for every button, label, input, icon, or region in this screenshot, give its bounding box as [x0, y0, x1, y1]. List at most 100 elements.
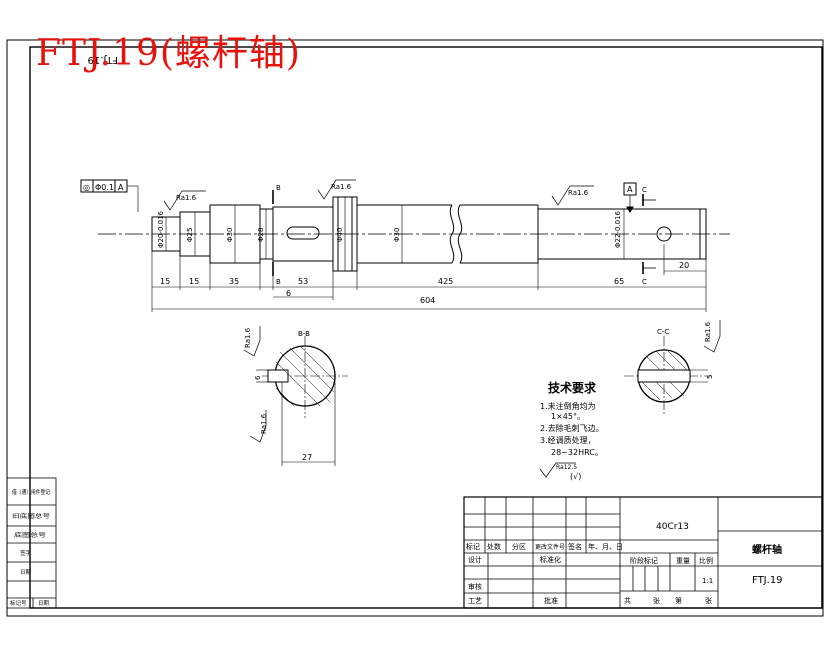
roughness-label: Ra1.6 — [331, 183, 352, 191]
tech-title: 技术要求 — [548, 380, 597, 395]
tb-approve-label: 批准 — [544, 596, 558, 605]
rest-roughness: Ra12.5 — [556, 464, 577, 471]
dim-label: 65 — [614, 277, 624, 286]
rest-symbol: (√) — [570, 472, 581, 481]
dimension-lines — [152, 270, 706, 310]
shaft-seg-end — [537, 208, 707, 260]
roughness-symbol — [703, 320, 721, 353]
section-c-view — [624, 320, 721, 416]
dim-label: 27 — [302, 453, 312, 462]
section-mark: C — [642, 278, 647, 286]
tb-scale-value: 1:1 — [702, 577, 713, 585]
break-line-2 — [457, 204, 463, 264]
tb-header: 分区 — [512, 542, 526, 551]
tech-item: 3.经调质处理， — [540, 435, 596, 445]
dia-label: Φ22-0.016 — [614, 210, 622, 248]
tb-row-label: 设计 — [468, 555, 482, 564]
tb-stage-label: 阶段标记 — [630, 556, 658, 565]
dim-label: 53 — [298, 277, 308, 286]
dim-label: 20 — [679, 261, 689, 270]
tb-scale-label: 比例 — [699, 556, 713, 565]
tb-material: 40Cr13 — [656, 522, 689, 532]
tb-header: 标记 — [466, 542, 480, 551]
tol-datum: A — [118, 183, 124, 192]
outer-border — [6, 39, 824, 617]
roughness-label: Ra1.6 — [704, 321, 712, 342]
section-b-title: B-B — [298, 330, 310, 338]
break-line-1 — [449, 204, 455, 264]
section-mark: B — [276, 184, 281, 192]
tech-item: 1×45°。 — [551, 412, 585, 421]
svg-text:FTJ.19: FTJ.19 — [87, 54, 118, 65]
roughness-symbol — [163, 190, 206, 211]
datum-a-label: A — [627, 185, 633, 194]
strip-label: 日期 — [20, 569, 32, 576]
dim-label: 6 — [254, 375, 262, 380]
roughness-symbol — [243, 326, 261, 357]
section-c-title: C-C — [657, 328, 669, 336]
tb-header: 更改文件号 — [535, 543, 565, 551]
dia-label: Φ30 — [393, 228, 401, 242]
section-c-labels: C-C Ra1.6 5 — [657, 321, 714, 379]
tb-drawing-no: FTJ.19 — [752, 575, 783, 586]
tech-item: 1.未注倒角均为 — [540, 401, 596, 411]
tb-header: 处数 — [487, 542, 501, 551]
dia-label: Φ20-0.016 — [157, 210, 165, 248]
left-strip-labels: 借（通）用件登记 旧底图总号 底图总号 签字 日期 标记号 日期 — [10, 488, 51, 607]
dia-label: Φ28 — [257, 228, 265, 242]
strip-label: 日期 — [38, 600, 50, 607]
dia-label: Φ40 — [336, 228, 344, 242]
strip-label: 签字 — [20, 549, 32, 557]
corner-code-mirrored: FTJ.19 — [87, 54, 118, 65]
roughness-symbol — [539, 462, 576, 478]
section-mark: B — [276, 278, 281, 286]
dim-label: 35 — [229, 277, 239, 286]
tech-item: 2.去除毛刺飞边。 — [540, 423, 604, 433]
tb-header: 年、月、日 — [588, 542, 623, 551]
keyway — [286, 226, 320, 240]
tb-sheet: 张 — [705, 596, 712, 605]
tech-item: 28~32HRC。 — [551, 448, 603, 457]
dia-label: Φ30 — [226, 228, 234, 242]
roughness-symbol — [551, 185, 594, 206]
tb-part-name: 螺杆轴 — [752, 543, 782, 556]
roughness-label: Ra1.6 — [244, 327, 252, 348]
strip-label: 标记号 — [10, 599, 27, 607]
tb-std-label: 标准化 — [540, 555, 561, 564]
strip-label: 底图总号 — [14, 531, 47, 539]
dim-label: 15 — [189, 277, 199, 286]
dim-label: 6 — [286, 289, 291, 298]
roughness-label: Ra1.6 — [260, 413, 268, 434]
left-strip — [6, 477, 57, 609]
section-b-keyway — [267, 369, 289, 383]
tb-row-label: 审核 — [468, 582, 482, 591]
tb-weight-label: 重量 — [676, 557, 690, 565]
tb-sheet: 共 — [624, 596, 631, 605]
tol-value: Φ0.1 — [95, 183, 114, 192]
roughness-symbol — [317, 179, 356, 200]
section-b-view — [243, 326, 348, 466]
dim-label: 5 — [706, 375, 714, 379]
tech-requirements: 技术要求 1.未注倒角均为 1×45°。 2.去除毛刺飞边。 3.经调质处理， … — [539, 380, 604, 481]
roughness-label: Ra1.6 — [568, 189, 589, 197]
inner-border — [29, 46, 823, 609]
title-block-lines — [463, 496, 823, 609]
tb-row-label: 工艺 — [468, 597, 482, 605]
tb-sheet: 张 — [653, 596, 660, 605]
strip-label: 旧底图总号 — [12, 512, 51, 520]
main-view — [80, 179, 730, 312]
tol-symbol: ◎ — [83, 183, 90, 192]
stamp-title: FTJ.19(螺杆轴) — [36, 33, 301, 74]
strip-label: 借（通）用件登记 — [12, 488, 50, 496]
tb-sheet: 第 — [675, 596, 682, 605]
section-mark: C — [642, 186, 647, 194]
tb-header: 签名 — [568, 542, 582, 551]
dim-label: 425 — [438, 277, 453, 286]
dim-label: 15 — [160, 277, 170, 286]
section-c-hole — [637, 369, 691, 383]
roughness-label: Ra1.6 — [176, 194, 197, 202]
dim-label-total: 604 — [420, 296, 435, 305]
dia-label: Φ25 — [186, 228, 194, 242]
section-b-labels: B-B Ra1.6 Ra1.6 6 27 — [244, 327, 312, 462]
